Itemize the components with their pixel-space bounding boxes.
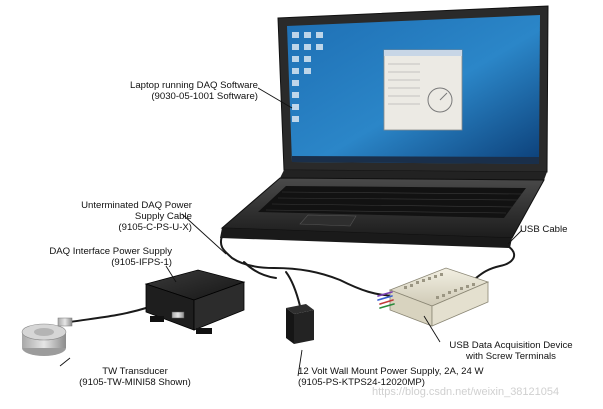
leader-lines — [59, 87, 523, 377]
callout-daq-device-line2: with Screw Terminals — [466, 351, 556, 362]
callout-wall-mount-line1: 12 Volt Wall Mount Power Supply, 2A, 24 … — [298, 366, 484, 377]
watermark: https://blog.csdn.net/weixin_38121054 — [372, 386, 560, 398]
callout-cable-line2: Supply Cable — [134, 211, 192, 222]
callout-cable-line1: Unterminated DAQ Power — [81, 200, 192, 211]
callout-daq-device-line1: USB Data Acquisition Device — [449, 340, 573, 351]
callout-transducer-line2: (9105-TW-MINI58 Shown) — [79, 377, 191, 388]
tw-transducer — [21, 317, 73, 356]
callout-usb-cable: USB Cable — [520, 224, 600, 235]
callout-laptop-line2: (9030-05-1001 Software) — [151, 91, 258, 102]
callout-transducer-line1: TW Transducer — [102, 366, 168, 377]
callout-cable: Unterminated DAQ Power Supply Cable (910… — [42, 200, 192, 233]
callout-laptop-line1: Laptop running DAQ Software — [130, 80, 258, 91]
callout-power-supply: DAQ Interface Power Supply (9105-IFPS-1) — [12, 246, 172, 268]
callout-wall-mount: 12 Volt Wall Mount Power Supply, 2A, 24 … — [298, 366, 538, 388]
wall-mount-power-supply — [286, 304, 314, 344]
cables — [69, 235, 516, 323]
usb-daq-device — [377, 267, 490, 327]
callout-power-supply-line1: DAQ Interface Power Supply — [49, 246, 172, 257]
callout-power-supply-line2: (9105-IFPS-1) — [111, 257, 172, 268]
laptop — [220, 5, 549, 248]
callout-laptop: Laptop running DAQ Software (9030-05-100… — [100, 80, 258, 102]
daq-interface-power-supply — [144, 269, 246, 334]
callout-daq-device: USB Data Acquisition Device with Screw T… — [426, 340, 596, 362]
callout-usb-cable-line1: USB Cable — [520, 224, 568, 235]
callout-transducer: TW Transducer (9105-TW-MINI58 Shown) — [60, 366, 210, 388]
callout-wall-mount-line2: (9105-PS-KTPS24-12020MP) — [298, 377, 425, 388]
callout-cable-line3: (9105-C-PS-U-X) — [118, 222, 192, 233]
